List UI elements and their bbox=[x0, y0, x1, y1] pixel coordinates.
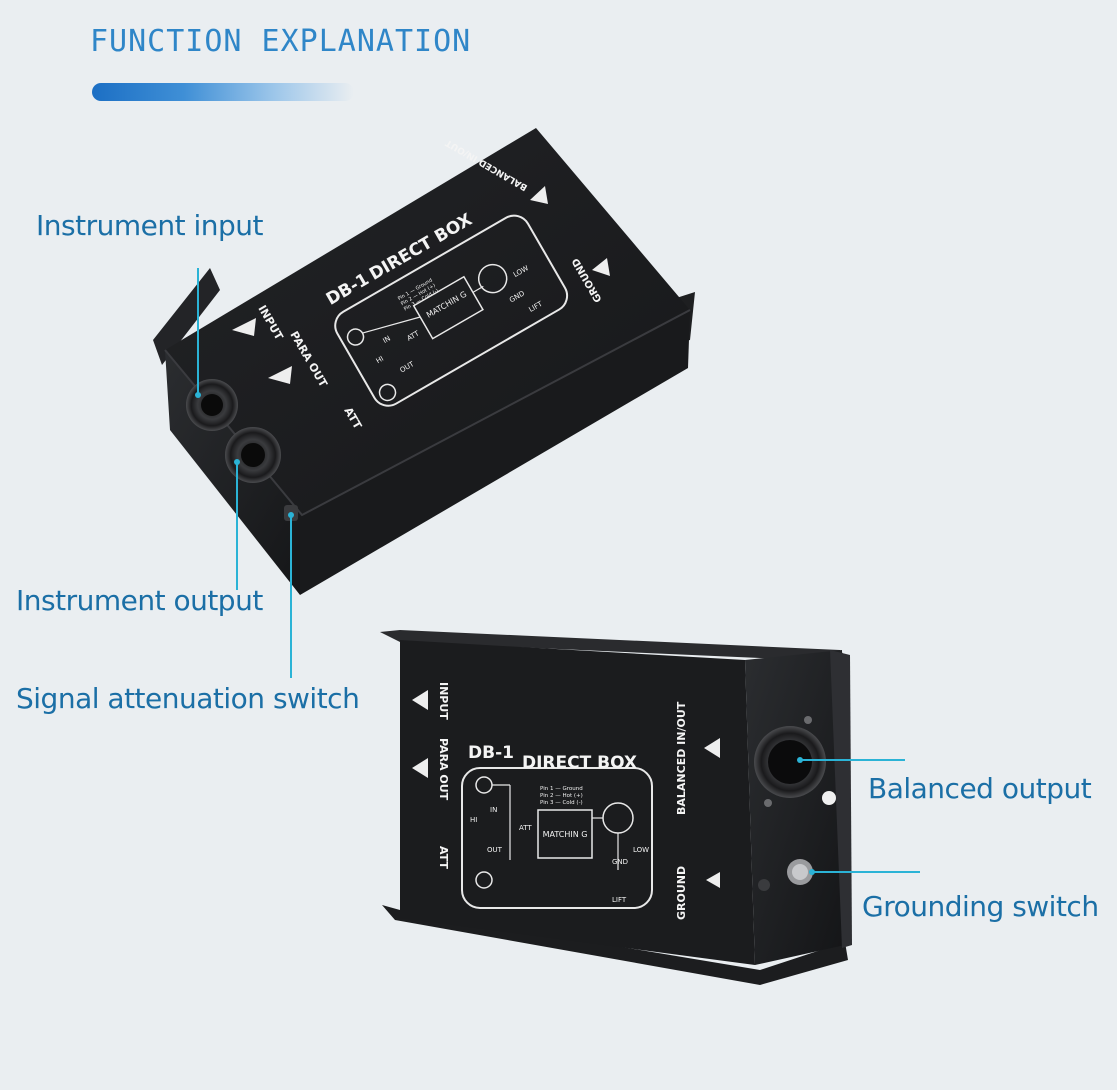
svg-text:BALANCED IN/OUT: BALANCED IN/OUT bbox=[675, 701, 688, 815]
svg-text:HI: HI bbox=[470, 816, 477, 824]
callout-grounding-switch: Grounding switch bbox=[862, 890, 1099, 923]
svg-text:PARA OUT: PARA OUT bbox=[437, 738, 450, 801]
callout-instrument-input: Instrument input bbox=[36, 209, 263, 242]
direct-box-top-view: MATCHIN G HI IN OUT ATT LOW GND LIFT Pin… bbox=[153, 128, 695, 595]
svg-text:LIFT: LIFT bbox=[612, 896, 627, 904]
svg-text:INPUT: INPUT bbox=[437, 682, 450, 720]
svg-text:DIRECT BOX: DIRECT BOX bbox=[522, 753, 637, 773]
heading-underline-bar bbox=[92, 83, 354, 101]
svg-text:ATT: ATT bbox=[519, 824, 532, 832]
svg-text:GROUND: GROUND bbox=[675, 866, 688, 920]
svg-text:IN: IN bbox=[490, 806, 497, 814]
callout-signal-attenuation-switch: Signal attenuation switch bbox=[16, 682, 360, 715]
svg-text:Pin 3 — Cold (-): Pin 3 — Cold (-) bbox=[540, 800, 583, 806]
svg-text:OUT: OUT bbox=[487, 846, 503, 854]
callout-leader-lines bbox=[197, 268, 920, 873]
svg-text:DB-1: DB-1 bbox=[468, 743, 514, 763]
direct-box-front-view: MATCHIN G HI IN OUT ATT LOW GND LIFT Pin… bbox=[380, 630, 852, 985]
callout-balanced-output: Balanced output bbox=[868, 772, 1092, 805]
svg-text:Pin 2 — Hot (+): Pin 2 — Hot (+) bbox=[540, 793, 583, 799]
svg-text:GND: GND bbox=[612, 858, 628, 866]
svg-text:IN: IN bbox=[382, 334, 392, 345]
svg-text:LOW: LOW bbox=[633, 846, 649, 854]
svg-text:MATCHIN G: MATCHIN G bbox=[543, 830, 588, 839]
svg-text:HI: HI bbox=[375, 355, 385, 366]
svg-text:Pin 1 — Ground: Pin 1 — Ground bbox=[540, 786, 583, 792]
svg-text:ATT: ATT bbox=[437, 846, 450, 869]
callout-instrument-output: Instrument output bbox=[16, 584, 263, 617]
page-heading: FUNCTION EXPLANATION bbox=[90, 24, 472, 59]
